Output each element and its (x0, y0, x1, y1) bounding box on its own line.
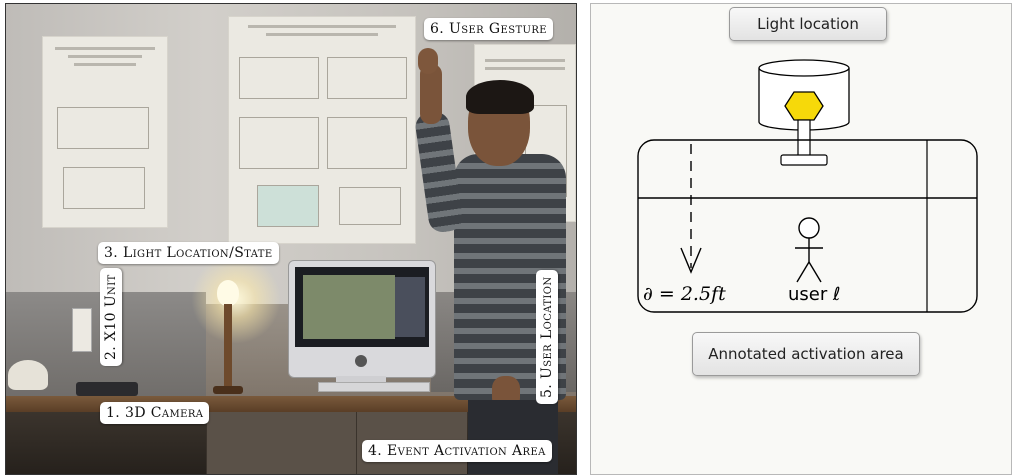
person-raised-hand (418, 48, 438, 74)
keyboard (318, 382, 430, 392)
label-user-location: 5. User Location (536, 270, 558, 404)
label-light-location-state: 3. Light Location/State (98, 242, 279, 264)
monitor (288, 260, 436, 378)
label-3d-camera: 1. 3D Camera (100, 402, 210, 424)
lamp-base (780, 154, 828, 166)
apple-logo-icon (355, 355, 367, 367)
helmet (8, 360, 48, 390)
label-user-gesture: 6. User Gesture (424, 18, 553, 40)
distance-formula: ∂ = 2.5ft (643, 283, 726, 305)
monitor-screen (295, 267, 429, 347)
person-lowered-arm (490, 259, 524, 379)
lamp-bulb (217, 280, 239, 306)
cabinet-1 (206, 412, 357, 474)
user-stick-figure-icon (795, 217, 823, 283)
scene-photo: 6. User Gesture 3. Light Location/State … (5, 3, 577, 475)
person-legs (468, 400, 558, 474)
lamp-stem (224, 304, 232, 390)
label-event-activation-area: 4. Event Activation Area (362, 440, 552, 462)
poster-left (42, 36, 168, 228)
room-outline (637, 139, 978, 313)
activation-area-diagram: ∂ = 2.5ft user ℓ Light location Annotate… (590, 3, 1012, 475)
distance-arrowhead (680, 247, 702, 274)
label-x10-unit: 2. X10 Unit (100, 268, 122, 366)
person-forearm (420, 64, 442, 124)
annotated-activation-area-label: Annotated activation area (692, 332, 920, 376)
x10-unit (72, 308, 92, 352)
camera-3d (76, 382, 138, 396)
user-label: user ℓ (788, 284, 840, 305)
person-hair (466, 80, 534, 114)
light-location-label: Light location (729, 7, 887, 41)
lamp-stem (797, 119, 811, 157)
bulb-icon (784, 91, 824, 121)
poster-center (228, 16, 416, 244)
lamp-base (213, 386, 243, 394)
diagram-drawing: ∂ = 2.5ft user ℓ (637, 59, 978, 313)
